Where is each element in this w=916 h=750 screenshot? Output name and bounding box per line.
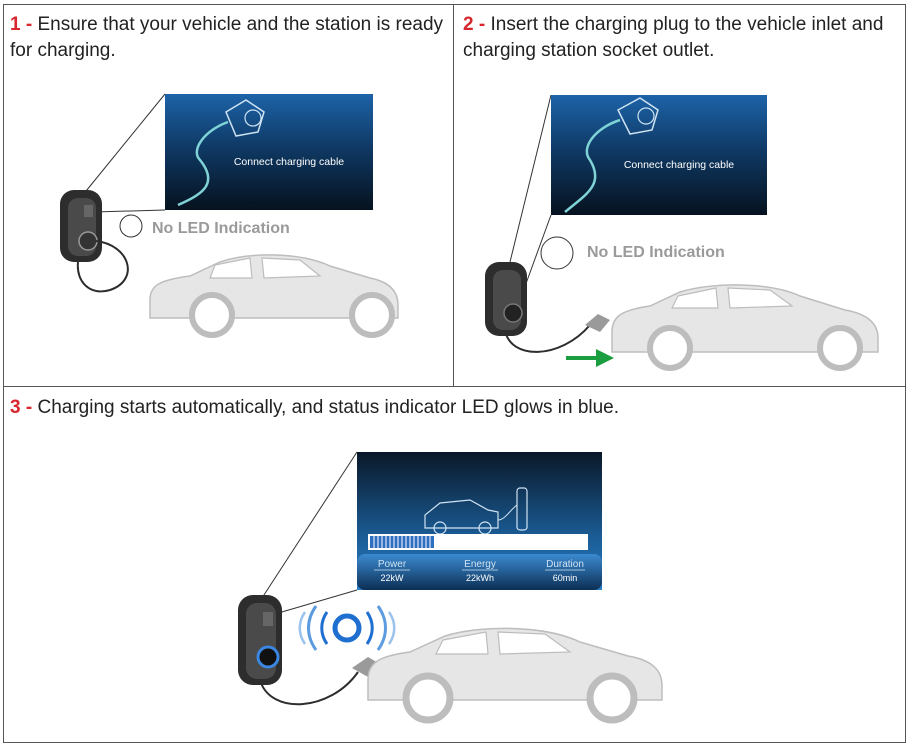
plug-icon-2 xyxy=(617,97,659,135)
step-1-number: 1 - xyxy=(10,14,33,35)
step-1-illustration: Connect charging cable No LED Indication xyxy=(60,93,399,338)
step-1-led-indicator xyxy=(119,214,143,238)
stat-duration-label: Duration xyxy=(546,559,584,570)
stat-energy-label: Energy xyxy=(464,559,496,570)
step-2-illustration: Connect charging cable No LED Indication xyxy=(485,94,879,371)
step-1-text: Ensure that your vehicle and the station… xyxy=(10,14,444,61)
step-3-instruction: 3 - Charging starts automatically, and s… xyxy=(10,395,890,421)
plug-icon xyxy=(225,99,265,137)
step-3-text: Charging starts automatically, and statu… xyxy=(37,397,620,418)
instruction-table xyxy=(3,4,906,743)
stat-power-label: Power xyxy=(378,559,407,570)
step-1-instruction: 1 - Ensure that your vehicle and the sta… xyxy=(10,12,445,64)
step-3-led-glow-icon xyxy=(298,605,396,651)
stat-duration-value: 60min xyxy=(553,573,578,583)
step-2-text: Insert the charging plug to the vehicle … xyxy=(463,14,884,61)
step-1-charger-screen xyxy=(165,94,373,210)
step-2-led-indicator xyxy=(540,236,574,270)
step-2-led-label: No LED Indication xyxy=(587,244,725,261)
cell-divider-horizontal xyxy=(3,386,906,387)
step-3-number: 3 - xyxy=(10,397,33,418)
step-2-screen-message: Connect charging cable xyxy=(624,159,734,171)
stat-power-value: 22kW xyxy=(380,573,404,583)
stat-energy-value: 22kWh xyxy=(466,573,494,583)
step-1-screen-message: Connect charging cable xyxy=(234,156,344,168)
step-2-instruction: 2 - Insert the charging plug to the vehi… xyxy=(463,12,898,64)
step-2-number: 2 - xyxy=(463,14,486,35)
step-3-illustration: Power 22kW Energy 22kWh Duration 60min xyxy=(238,451,663,724)
cell-divider-vertical xyxy=(453,4,454,387)
step-1-led-label: No LED Indication xyxy=(152,220,290,237)
charging-stats-panel xyxy=(357,554,602,590)
